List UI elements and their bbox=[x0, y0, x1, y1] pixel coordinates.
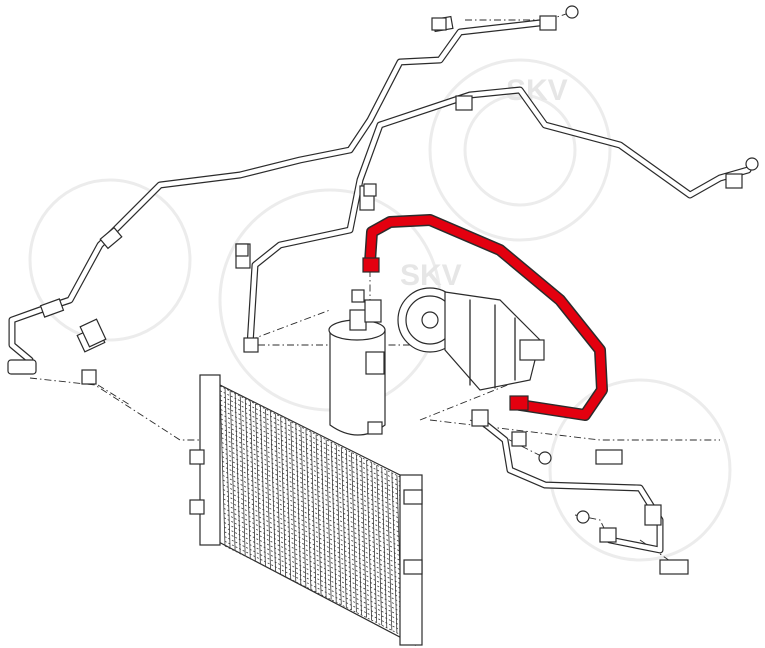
condenser-fin-horizontal bbox=[223, 503, 406, 597]
condenser-fin-horizontal bbox=[224, 522, 407, 615]
receiver-drier bbox=[328, 289, 386, 436]
condenser-fin-horizontal bbox=[221, 446, 405, 540]
condenser-fin-horizontal bbox=[221, 451, 405, 545]
condenser-fin-horizontal bbox=[223, 489, 406, 582]
condenser-fin-vertical bbox=[300, 426, 307, 587]
condenser-fin-horizontal bbox=[224, 545, 408, 639]
pressure-sensor bbox=[79, 318, 107, 348]
condenser-fin-vertical bbox=[275, 414, 282, 575]
condenser-fin-horizontal bbox=[220, 399, 403, 493]
condenser-fin-horizontal bbox=[222, 484, 406, 578]
condenser-fin-horizontal bbox=[223, 493, 406, 587]
condenser-fin-horizontal bbox=[223, 512, 407, 606]
suction-hose bbox=[471, 409, 689, 575]
condenser-fins bbox=[219, 385, 408, 639]
condenser-fin-horizontal bbox=[220, 409, 403, 502]
condenser-fin-vertical bbox=[239, 396, 246, 557]
condenser bbox=[189, 374, 423, 647]
condenser-fin-vertical bbox=[376, 465, 383, 626]
condenser-fin-horizontal bbox=[222, 479, 406, 573]
condenser-fin-vertical bbox=[290, 421, 297, 582]
condenser-fin-horizontal bbox=[220, 418, 404, 512]
condenser-fin-horizontal bbox=[220, 395, 403, 488]
condenser-fin-horizontal bbox=[221, 437, 404, 531]
condenser-fin-horizontal bbox=[221, 427, 404, 521]
condenser-fin-horizontal bbox=[219, 390, 403, 484]
condenser-fin-horizontal bbox=[221, 442, 404, 535]
condenser-fin-horizontal bbox=[219, 385, 403, 479]
condenser-fin-horizontal bbox=[220, 404, 403, 498]
condenser-fin-horizontal bbox=[224, 531, 407, 625]
condenser-fin-horizontal bbox=[222, 470, 405, 564]
condenser-fin-horizontal bbox=[222, 475, 405, 568]
condenser-fin-vertical bbox=[340, 447, 347, 608]
red-hose-path bbox=[365, 215, 607, 420]
mounting-bolts bbox=[235, 17, 447, 257]
condenser-fin-horizontal bbox=[223, 507, 407, 601]
lower-refrigerant-pipe bbox=[235, 86, 759, 353]
condenser-fin-vertical bbox=[315, 434, 322, 595]
condenser-fin-vertical bbox=[335, 444, 342, 605]
condenser-fin-vertical bbox=[351, 452, 357, 613]
condenser-fin-vertical bbox=[386, 470, 393, 631]
condenser-fin-horizontal bbox=[222, 460, 405, 554]
condenser-fin-vertical bbox=[229, 391, 236, 552]
condenser-fin-horizontal bbox=[223, 498, 406, 592]
condenser-fin-horizontal bbox=[222, 456, 405, 549]
condenser-fin-horizontal bbox=[224, 536, 407, 629]
condenser-fin-horizontal bbox=[224, 540, 408, 634]
watermark-text-2: SKV bbox=[400, 259, 462, 292]
condenser-fin-vertical bbox=[325, 439, 332, 600]
condenser-fin-vertical bbox=[265, 408, 271, 570]
condenser-fin-horizontal bbox=[220, 413, 404, 507]
highlighted-high-pressure-hose bbox=[362, 214, 608, 421]
condenser-fin-vertical bbox=[280, 416, 287, 577]
condenser-fin-vertical bbox=[361, 457, 367, 618]
ac-compressor bbox=[397, 287, 545, 391]
condenser-fin-horizontal bbox=[222, 465, 405, 559]
condenser-fin-horizontal bbox=[224, 526, 407, 620]
condenser-fin-vertical bbox=[254, 403, 261, 564]
condenser-fin-horizontal bbox=[223, 517, 407, 611]
condenser-fin-horizontal bbox=[221, 432, 404, 526]
condenser-fin-horizontal bbox=[220, 423, 404, 517]
